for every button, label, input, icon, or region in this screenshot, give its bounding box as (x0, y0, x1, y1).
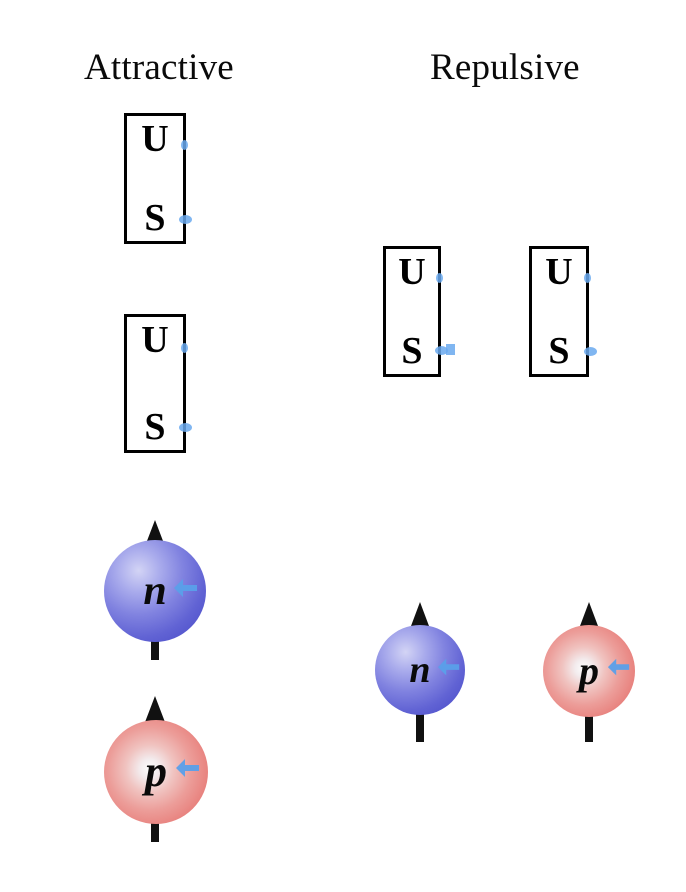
neutron-attractive: n (95, 512, 215, 672)
blue-artifact-icon (181, 343, 188, 353)
magnet-pole-label-top: U (398, 251, 426, 293)
blue-artifact-icon (446, 344, 455, 355)
proton-repulsive: p (533, 596, 645, 748)
proton-sphere: p (543, 625, 635, 717)
blue-artifact-icon (435, 346, 448, 355)
blue-artifact-icon (584, 273, 591, 283)
blue-left-arrow-icon (176, 759, 199, 777)
blue-artifact-icon (584, 347, 597, 356)
magnet-pole-label-bottom: S (548, 330, 570, 372)
blue-left-arrow-icon (174, 579, 197, 597)
blue-artifact-icon (436, 273, 443, 283)
magnet-pole-label-top: U (141, 319, 169, 361)
proton-attractive: p (95, 690, 215, 855)
proton-label: p (145, 747, 167, 796)
neutron-repulsive: n (365, 596, 475, 748)
proton-sphere: p (104, 720, 208, 824)
magnet-pole-label-top: U (141, 118, 169, 160)
neutron-label: n (143, 568, 167, 614)
blue-left-arrow-icon (437, 658, 460, 676)
column-title-repulsive: Repulsive (430, 47, 580, 88)
neutron-sphere: n (375, 625, 465, 715)
column-title-attractive: Attractive (84, 47, 234, 88)
proton-label: p (579, 648, 599, 693)
neutron-label: n (409, 649, 431, 691)
magnet-pole-label-top: U (545, 251, 573, 293)
blue-left-arrow-icon (607, 658, 630, 676)
magnet-pole-label-bottom: S (401, 330, 423, 372)
magnet-repulsive-left: U S (383, 246, 455, 377)
blue-artifact-icon (179, 423, 192, 432)
magnet-attractive-upper: U S (124, 113, 192, 244)
blue-artifact-icon (179, 215, 192, 224)
magnet-pole-label-bottom: S (144, 197, 166, 239)
magnet-repulsive-right: U S (529, 246, 597, 377)
blue-artifact-icon (181, 140, 188, 150)
magnet-attractive-lower: U S (124, 314, 192, 453)
magnet-pole-label-bottom: S (144, 406, 166, 448)
